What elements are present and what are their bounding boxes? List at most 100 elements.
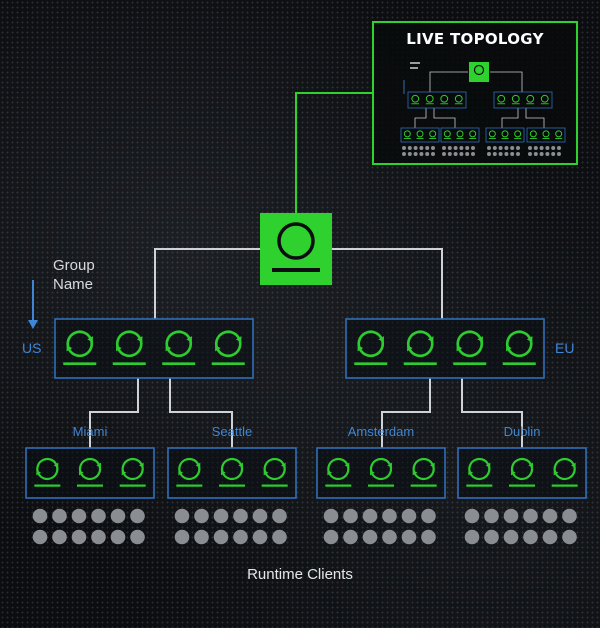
connector-eu-to-dublin	[461, 378, 523, 448]
runtime-client-dot	[542, 529, 558, 545]
mini-sync-bar	[443, 138, 451, 139]
group-name-label-line2: Name	[53, 276, 94, 293]
mini-client-dot	[539, 152, 544, 156]
mini-client-dot	[419, 146, 424, 150]
mini-sync-bar	[501, 138, 509, 139]
runtime-client-dot	[421, 529, 436, 545]
mini-group-amsterdam-frame	[485, 127, 525, 143]
group-dublin-sync-icon-2	[509, 457, 535, 487]
mini-sync-icon	[416, 130, 424, 138]
mini-client-dot	[407, 146, 412, 150]
runtime-client-dot	[194, 508, 209, 524]
mini-client-dot	[545, 146, 550, 150]
runtime-client-dot	[272, 508, 287, 524]
mini-sync-bar	[542, 138, 550, 139]
mini-client-dot	[516, 152, 520, 156]
runtime-client-dot	[323, 508, 339, 524]
mini-group-dublin	[526, 127, 566, 143]
group-eu-sync-icon-4	[502, 330, 536, 366]
mini-client-dot	[447, 152, 452, 156]
mini-client-dot	[431, 146, 435, 150]
mini-sync-icon	[501, 130, 509, 138]
group-seattle	[167, 447, 297, 499]
mini-sync-bar	[540, 103, 549, 105]
mini-group-us-frame	[407, 91, 467, 109]
mini-client-dot	[465, 146, 470, 150]
group-name-arrow-head	[28, 320, 38, 329]
mini-sync-icon	[454, 94, 463, 103]
mini-sync-icon	[514, 130, 522, 138]
group-us-frame	[54, 318, 254, 379]
runtime-client-dot	[252, 529, 268, 545]
group-eu-sync-icon-3	[453, 330, 487, 366]
mini-sync-bar	[469, 138, 477, 139]
mini-sync-bar	[454, 103, 463, 105]
connector-us-to-seattle	[169, 378, 233, 448]
runtime-client-dot	[382, 529, 397, 545]
runtime-client-dot	[91, 529, 106, 545]
mini-sync-icon	[540, 94, 549, 103]
mini-group-dublin-frame	[526, 127, 566, 143]
group-amsterdam-sync-icon-1	[325, 457, 352, 487]
runtime-client-dot	[252, 508, 268, 524]
runtime-client-dot	[32, 529, 48, 545]
mini-client-dot	[413, 146, 418, 150]
group-dublin-sync-icon-1	[466, 457, 493, 487]
runtime-client-dot	[71, 508, 87, 524]
runtime-client-dot	[542, 508, 558, 524]
mini-group-seattle-frame	[440, 127, 480, 143]
group-miami-sync-icon-2	[77, 457, 103, 487]
mini-sync-bar	[555, 138, 563, 139]
mini-client-dot	[459, 146, 464, 150]
mini-client-dot	[471, 152, 475, 156]
mini-group-eu-frame	[493, 91, 553, 109]
mini-client-dot	[459, 152, 464, 156]
runtime-client-dot	[233, 529, 248, 545]
live-topology-minimap	[400, 62, 566, 156]
runtime-client-dot	[484, 529, 499, 545]
mini-client-dot	[504, 152, 509, 156]
mini-client-dot	[447, 146, 452, 150]
runtime-client-dot	[562, 508, 577, 524]
mini-sync-icon	[403, 130, 411, 138]
mini-group-us	[407, 91, 467, 109]
group-us-sync-icon-2	[112, 330, 146, 366]
runtime-client-dot	[484, 508, 499, 524]
runtime-client-dot	[52, 529, 67, 545]
mini-client-dot	[551, 146, 556, 150]
runtime-clients-amsterdam	[323, 508, 436, 545]
mini-group-miami	[400, 127, 440, 143]
mini-text-placeholder	[410, 62, 420, 64]
group-name-label-line1: Group	[53, 257, 95, 274]
group-dublin-frame	[457, 447, 587, 499]
mini-sync-bar	[456, 138, 464, 139]
runtime-client-dot	[382, 508, 397, 524]
group-amsterdam-sync-icon-2	[368, 457, 394, 487]
mini-client-dot	[528, 146, 532, 150]
runtime-client-dot	[213, 508, 229, 524]
runtime-client-dot	[464, 508, 480, 524]
mini-client-dot	[545, 152, 550, 156]
mini-sync-bar	[514, 138, 522, 139]
mini-sync-bar	[429, 138, 437, 139]
connector-master-to-us	[154, 248, 260, 319]
mini-sync-bar	[529, 138, 537, 139]
mini-client-dot	[471, 146, 475, 150]
group-miami-sync-icon-3	[119, 457, 146, 487]
mini-sync-icon	[529, 130, 537, 138]
runtime-clients-dublin	[464, 508, 577, 545]
runtime-client-dot	[194, 529, 209, 545]
mini-client-dot	[492, 152, 497, 156]
mini-sync-icon	[411, 94, 420, 103]
mini-sync-bar	[511, 103, 520, 105]
group-us-sync-icon-3	[162, 330, 196, 366]
mini-sync-bar	[488, 138, 496, 139]
mini-client-dot	[431, 152, 435, 156]
mini-client-dot	[557, 146, 561, 150]
runtime-client-dot	[91, 508, 106, 524]
runtime-client-dot	[174, 529, 190, 545]
runtime-client-dot	[130, 529, 145, 545]
runtime-client-dot	[503, 508, 519, 524]
runtime-client-dot	[71, 529, 87, 545]
